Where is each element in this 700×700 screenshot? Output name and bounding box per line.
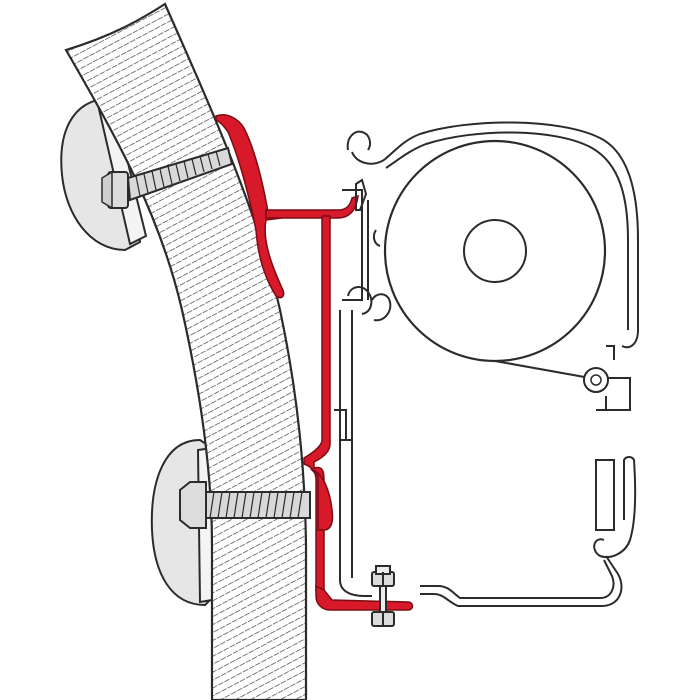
awning-roller — [383, 139, 609, 393]
hex-nut-fastener — [371, 565, 395, 627]
bracket-upper-hook — [215, 114, 285, 299]
lower-bolt — [179, 481, 311, 529]
bracket-arm — [265, 194, 359, 219]
bracket-foot — [315, 584, 414, 611]
bracket-vertical — [303, 215, 331, 591]
upper-bolt — [101, 146, 234, 210]
curved-vehicle-wall — [64, 2, 308, 700]
awning-cassette — [334, 121, 639, 607]
red-adapter-bracket — [215, 114, 414, 611]
bracket-lower-tab — [309, 468, 334, 531]
